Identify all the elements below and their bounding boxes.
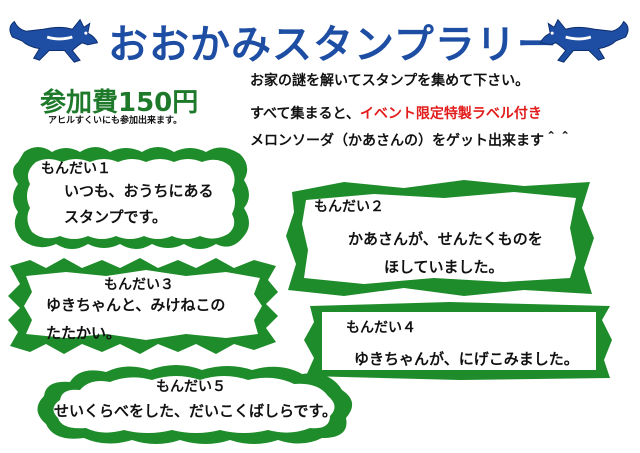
question-5-line-1: せいくらべをした、だいこくばしらです。 <box>54 402 338 420</box>
fee-note: アヒルすくいにも参加出来ます。 <box>48 116 183 126</box>
intro-line-3: メロンソーダ（かあさんの）をゲット出来ます＾＾ <box>250 133 572 149</box>
intro-highlight: イベント限定特製ラベル付き <box>359 106 542 122</box>
fee-label: 参加費150円 <box>40 88 199 118</box>
question-1-title: もんだい１ <box>41 161 111 177</box>
intro-line-2: すべて集まると、イベント限定特製ラベル付き <box>250 103 542 123</box>
wolf-icon <box>9 18 99 63</box>
question-2-frame <box>286 180 594 296</box>
question-4-frame <box>304 302 612 380</box>
question-2-line-2: ほしていました。 <box>384 258 504 276</box>
question-5-frame <box>37 365 353 444</box>
page-title: おおかみスタンプラリー <box>108 22 558 68</box>
question-4-title: もんだい４ <box>346 320 416 336</box>
question-2-line-1: かあさんが、せんたくものを <box>348 230 543 248</box>
question-3-title: もんだい３ <box>104 277 174 293</box>
question-4-line-1: ゆきちゃんが、にげこみました。 <box>354 350 579 368</box>
question-3-line-2: たたかい。 <box>46 324 122 342</box>
intro-line-1: お家の謎を解いてスタンプを集めて下さい。 <box>250 73 530 89</box>
question-3-line-1: ゆきちゃんと、みけねこの <box>46 296 226 314</box>
question-5-title: もんだい５ <box>156 379 226 395</box>
question-1-line-2: スタンプです。 <box>64 208 168 226</box>
question-1-frame <box>13 147 249 249</box>
intro-line-2-prefix: すべて集まると、 <box>250 106 360 122</box>
question-2-title: もんだい２ <box>314 199 384 215</box>
question-1-line-1: いつも、おうちにある <box>64 182 214 200</box>
question-3-frame <box>8 258 278 354</box>
wolf-icon <box>539 18 629 63</box>
